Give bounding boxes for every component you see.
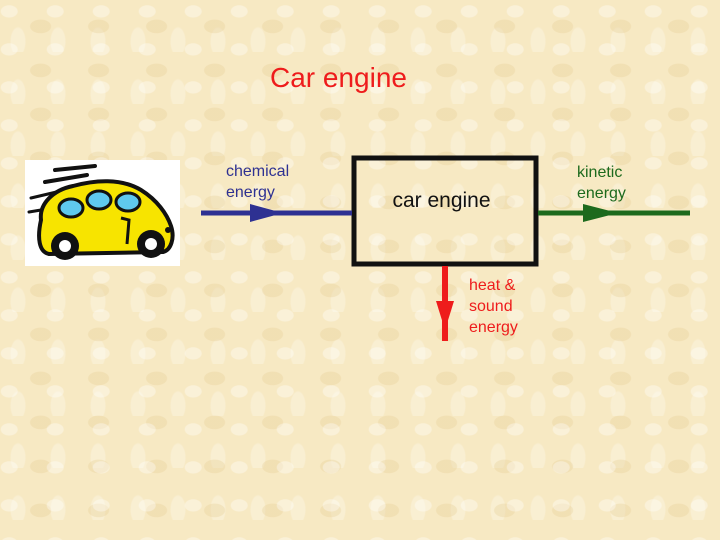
chemical-energy-arrowhead xyxy=(250,204,283,222)
car-icon xyxy=(25,160,180,266)
chemical-energy-label: chemical energy xyxy=(226,163,290,201)
heat-sound-energy-arrowhead xyxy=(436,301,454,330)
engine-box xyxy=(351,155,539,267)
engine-box-label: car engine xyxy=(392,189,491,212)
kinetic-energy-arrowhead xyxy=(583,204,618,222)
kinetic-energy-label: kinetic energy xyxy=(577,164,626,202)
heat-sound-energy-label: heat & sound energy xyxy=(469,277,518,336)
diagram-title: Car engine xyxy=(270,62,407,93)
